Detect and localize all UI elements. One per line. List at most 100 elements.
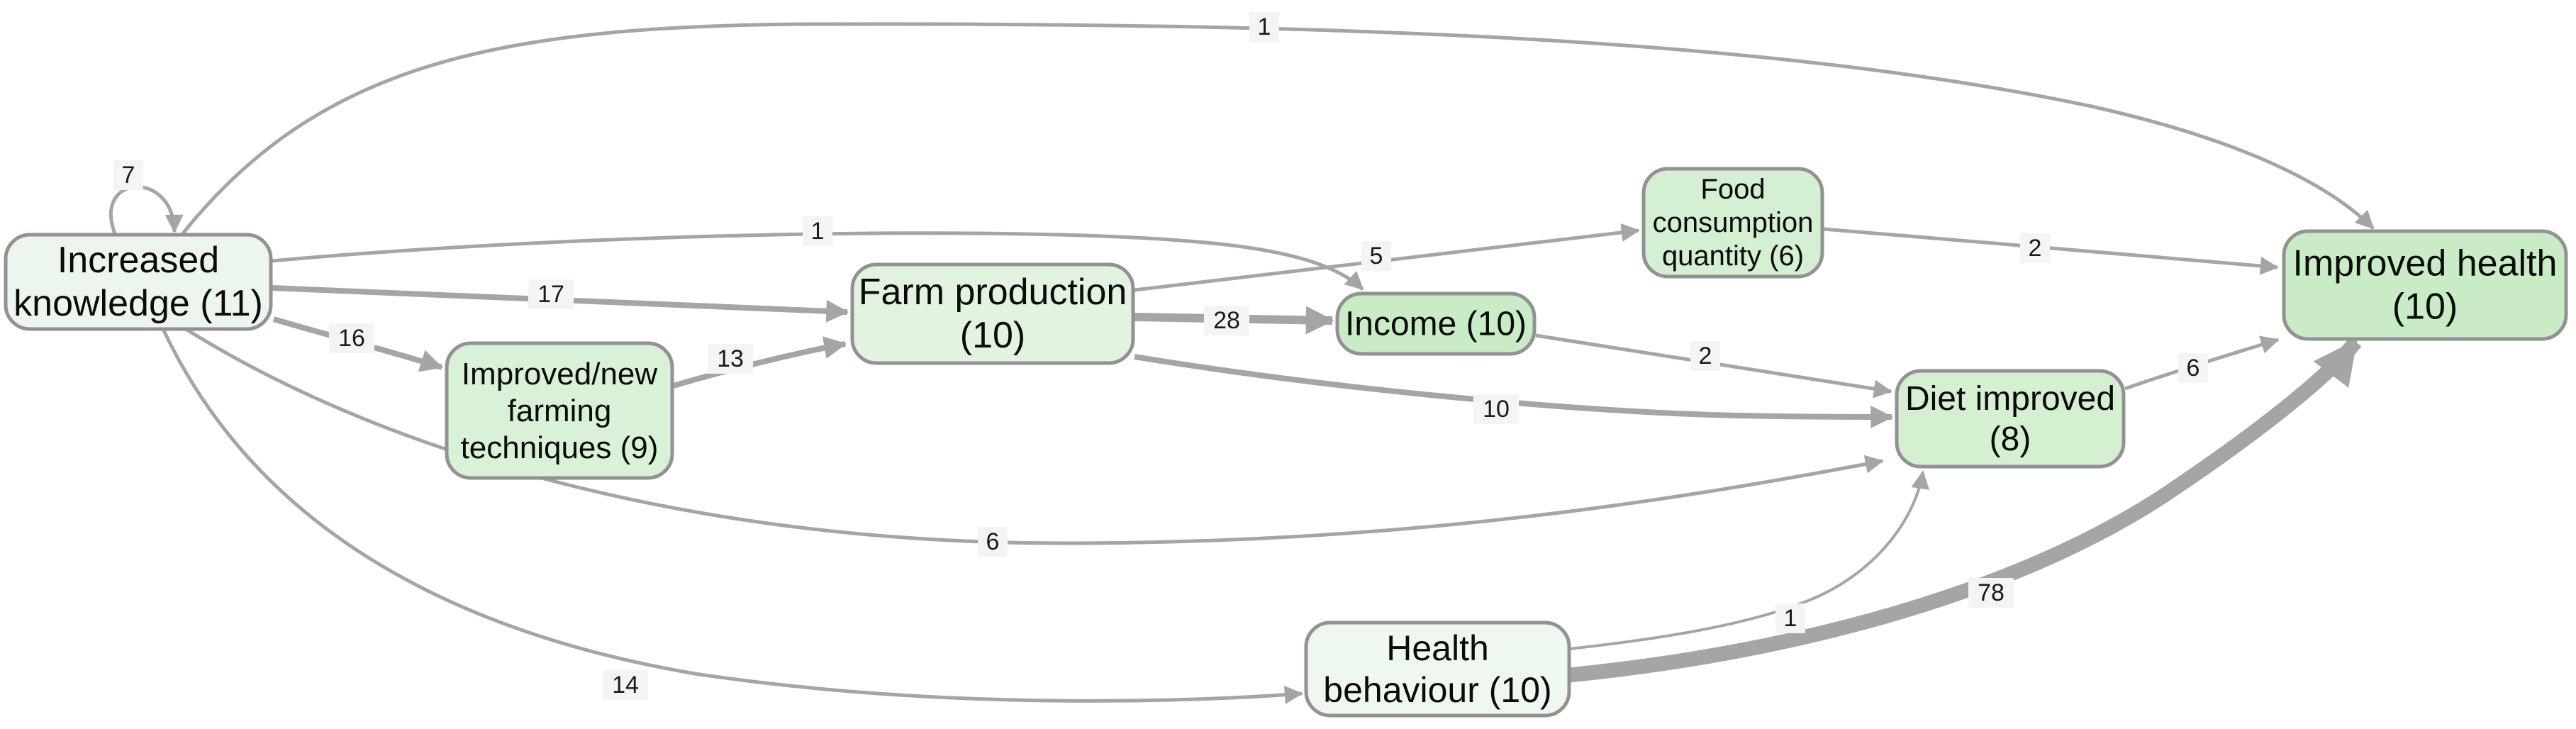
node-label: Diet improved(8) [1905, 380, 2115, 458]
edge-path [1535, 333, 1892, 399]
edge-path [271, 231, 1364, 291]
edge-weight-label: 14 [612, 672, 639, 699]
edge-increased-knowledge-to-health-behaviour [161, 328, 1303, 704]
edge-path [271, 285, 849, 323]
edge-weight-label: 28 [1213, 307, 1240, 334]
edge-weight-increased-knowledge-to-farm-production: 17 [528, 279, 574, 309]
node-label: Improved health(10) [2293, 243, 2558, 327]
edge-path [1568, 337, 2362, 683]
edge-income-to-diet-improved [1535, 333, 1892, 399]
edge-weight-chip [708, 344, 753, 374]
edge-weight-chip [1690, 341, 1720, 371]
edge-health-behaviour-to-diet-improved [1568, 470, 1930, 650]
edge-weight-chip [329, 323, 374, 353]
edge-weight-chip [1968, 578, 2014, 608]
node-box[interactable] [2282, 229, 2568, 341]
node-diet-improved[interactable]: Diet improved(8) [1895, 369, 2126, 469]
edge-improved-farming-techniques-to-farm-production [672, 336, 847, 389]
edge-path [182, 22, 2375, 235]
edge-weight-food-consumption-quantity-to-improved-health: 2 [2020, 233, 2050, 263]
edge-weight-improved-farming-techniques-to-farm-production: 13 [708, 344, 753, 374]
edge-weight-label: 13 [717, 345, 744, 372]
edge-weight-increased-knowledge-to-improved-health: 1 [1249, 12, 1279, 42]
node-improved-health[interactable]: Improved health(10) [2282, 229, 2568, 341]
edge-increased-knowledge-to-improved-health [182, 22, 2375, 235]
node-box[interactable] [850, 262, 1135, 365]
edges-layer [109, 22, 2375, 704]
node-box[interactable] [1641, 167, 1824, 279]
edge-weight-label: 10 [1483, 396, 1510, 423]
edge-weight-chip [528, 279, 574, 309]
edge-weight-chip [1361, 241, 1391, 271]
edge-farm-production-to-diet-improved [1134, 354, 1894, 428]
node-farm-production[interactable]: Farm production(10) [850, 262, 1135, 365]
edge-weight-chip [2020, 233, 2050, 263]
edge-increased-knowledge-to-farm-production [271, 285, 849, 323]
edge-weight-health-behaviour-to-diet-improved: 1 [1775, 603, 1805, 633]
edge-labels-layer: 7 1 1 17 16 13 28 5 10 2 2 6 14 1 78 6 [113, 12, 2208, 700]
edge-weight-label: 7 [122, 162, 135, 189]
edge-weight-label: 2 [1699, 343, 1712, 369]
edge-weight-increased-knowledge-to-health-behaviour: 14 [603, 670, 648, 700]
edge-weight-chip [1473, 394, 1519, 424]
edge-increased-knowledge-to-diet-improved [184, 327, 1884, 545]
edge-path [184, 327, 1884, 545]
edge-weight-farm-production-to-income: 28 [1204, 306, 1249, 335]
node-box[interactable] [1304, 621, 1571, 718]
node-box[interactable] [1895, 369, 2126, 469]
edge-weight-increased-knowledge-to-improved-farming-techniques: 16 [329, 323, 374, 353]
edge-health-behaviour-to-improved-health [1568, 337, 2362, 683]
edge-weight-increased-knowledge-to-increased-knowledge: 7 [113, 160, 143, 190]
edge-food-consumption-quantity-to-improved-health [1823, 227, 2279, 275]
edge-path [161, 328, 1303, 704]
edge-path [1568, 470, 1930, 650]
edge-increased-knowledge-to-increased-knowledge [109, 185, 184, 236]
edge-weight-farm-production-to-diet-improved: 10 [1473, 394, 1519, 424]
edge-weight-chip [603, 670, 648, 700]
edge-weight-farm-production-to-food-consumption-quantity: 5 [1361, 241, 1391, 271]
edge-weight-label: 2 [2029, 235, 2042, 262]
edge-weight-diet-improved-to-improved-health: 6 [2178, 353, 2208, 383]
edge-weight-label: 1 [1258, 13, 1271, 40]
edge-weight-label: 17 [537, 281, 564, 308]
edge-weight-label: 6 [986, 528, 1000, 555]
edge-weight-increased-knowledge-to-diet-improved: 6 [978, 527, 1008, 557]
edge-weight-label: 78 [1978, 579, 2005, 606]
node-box[interactable] [4, 233, 273, 331]
node-label: Income (10) [1345, 305, 1527, 343]
edge-weight-chip [2178, 353, 2208, 383]
edge-weight-chip [113, 160, 143, 190]
edge-weight-chip [1249, 12, 1279, 42]
edge-weight-chip [803, 216, 832, 246]
edge-weight-increased-knowledge-to-income: 1 [803, 216, 832, 246]
node-box[interactable] [1335, 291, 1537, 356]
edge-weight-chip [1775, 603, 1805, 633]
node-income[interactable]: Income (10) [1335, 291, 1537, 356]
edge-weight-chip [1204, 306, 1249, 335]
edge-weight-label: 5 [1370, 243, 1383, 269]
edge-weight-health-behaviour-to-improved-health: 78 [1968, 578, 2014, 608]
edge-path [1823, 227, 2279, 275]
edge-increased-knowledge-to-income [271, 231, 1364, 291]
edge-weight-label: 1 [811, 218, 825, 245]
node-label: Farm production(10) [859, 272, 1127, 356]
edge-weight-chip [978, 527, 1008, 557]
edge-path [109, 185, 184, 236]
edge-weight-income-to-diet-improved: 2 [1690, 341, 1720, 371]
edge-path [1134, 223, 1640, 292]
edge-farm-production-to-food-consumption-quantity [1134, 223, 1640, 292]
edge-path [1134, 354, 1894, 428]
edge-weight-label: 6 [2187, 355, 2200, 382]
node-box[interactable] [445, 341, 674, 480]
